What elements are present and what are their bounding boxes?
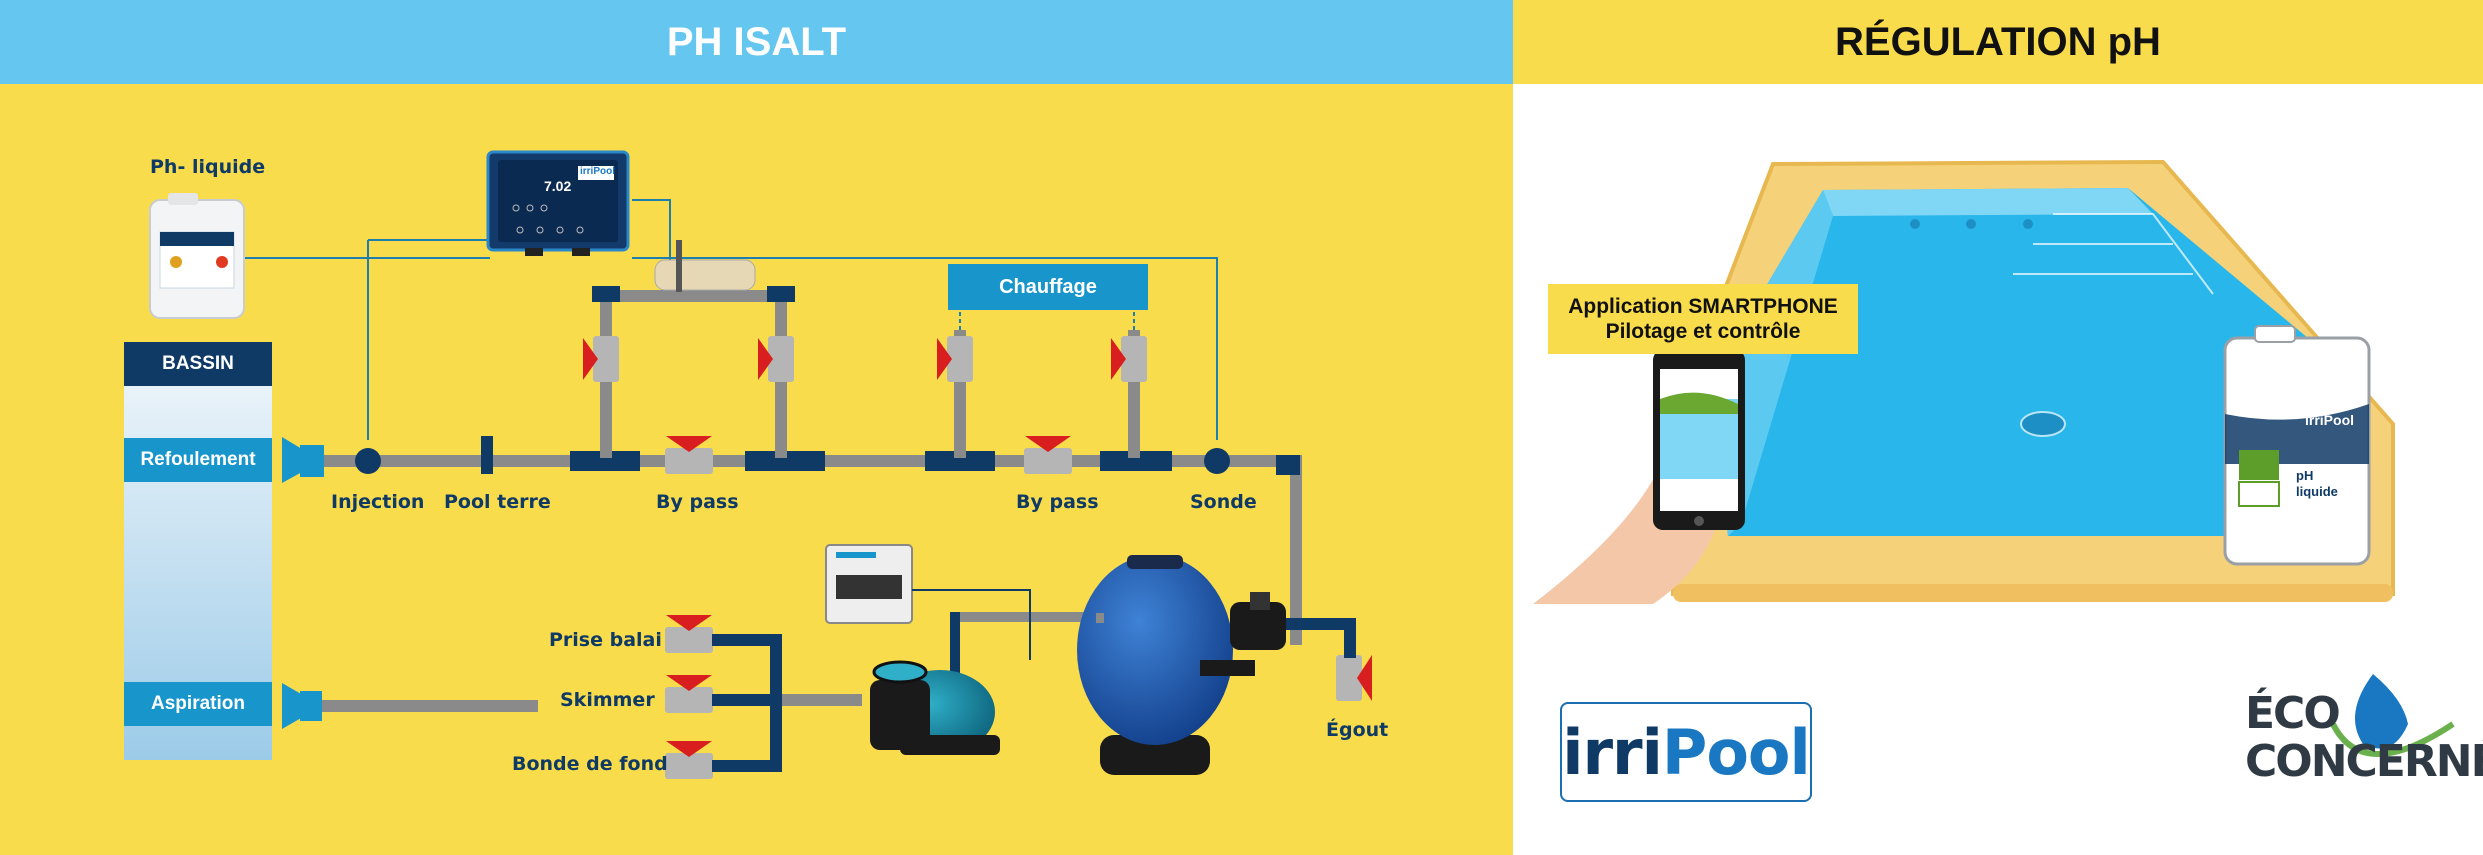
valve-prise-balai [665,615,713,653]
header-regulation-ph: RÉGULATION pH [1513,0,2483,84]
valve-bp1-left [583,336,619,382]
bassin-aspiration: Aspiration [124,682,272,726]
label-egout: Égout [1326,719,1389,741]
label-prise-balai: Prise balai [549,629,662,651]
eco-concerne-logo: ÉCO CONCERNÉ [2245,688,2483,787]
ph-canister-icon [149,193,245,319]
valve-egout [1336,655,1372,701]
valve-bp1-right [758,336,794,382]
eco-line1: ÉCO [2245,688,2341,739]
controller-device [486,150,630,256]
control-box-icon [825,544,1031,660]
sand-filter-icon [1077,555,1356,775]
signal-lines [245,199,1218,440]
canister-line1: pH [2296,468,2314,483]
ph-canister-right-icon [2223,325,2371,566]
canister-line2: liquide [2296,484,2338,499]
canister-brand: irriPool [2305,412,2355,428]
valve-bp2-left [937,336,973,382]
label-by-pass-2: By pass [1016,491,1099,513]
label-bonde-de-fond: Bonde de fond [512,753,668,775]
valves [583,336,1372,779]
label-ph-liquide: Ph- liquide [150,156,266,178]
eco-line2: CONCERNÉ [2245,736,2483,787]
bassin-title: BASSIN [162,353,234,374]
bassin-refoulement: Refoulement [124,438,272,482]
label-by-pass-1: By pass [656,491,739,513]
header-ph-isalt: PH ISALT [0,0,1513,84]
eco-droplet-icon [2330,674,2455,757]
app-line1: Application SMARTPHONE [1568,295,1838,318]
pump-icon [870,612,1100,755]
junctions [355,436,1230,474]
label-injection: Injection [331,491,425,513]
label-sonde: Sonde [1190,491,1257,513]
pool-illustration [1533,159,2455,757]
controller-display: 7.02 [544,178,572,194]
app-callout: Application SMARTPHONE Pilotage et contr… [1548,284,1858,354]
valve-main-2 [1024,436,1072,474]
label-pool-terre: Pool terre [444,491,551,513]
valve-bonde [665,741,713,779]
label-chauffage: Chauffage [948,264,1148,310]
valve-bp2-right [1111,336,1147,382]
valve-skimmer [665,675,713,713]
controller-brand: irriPool [580,166,616,177]
smartphone-icon [1653,350,1745,530]
app-line2: Pilotage et contrôle [1605,320,1801,343]
installation-diagram [124,150,1372,779]
label-skimmer: Skimmer [560,689,655,711]
suction-piping [282,634,862,772]
valve-main-1 [665,436,713,474]
